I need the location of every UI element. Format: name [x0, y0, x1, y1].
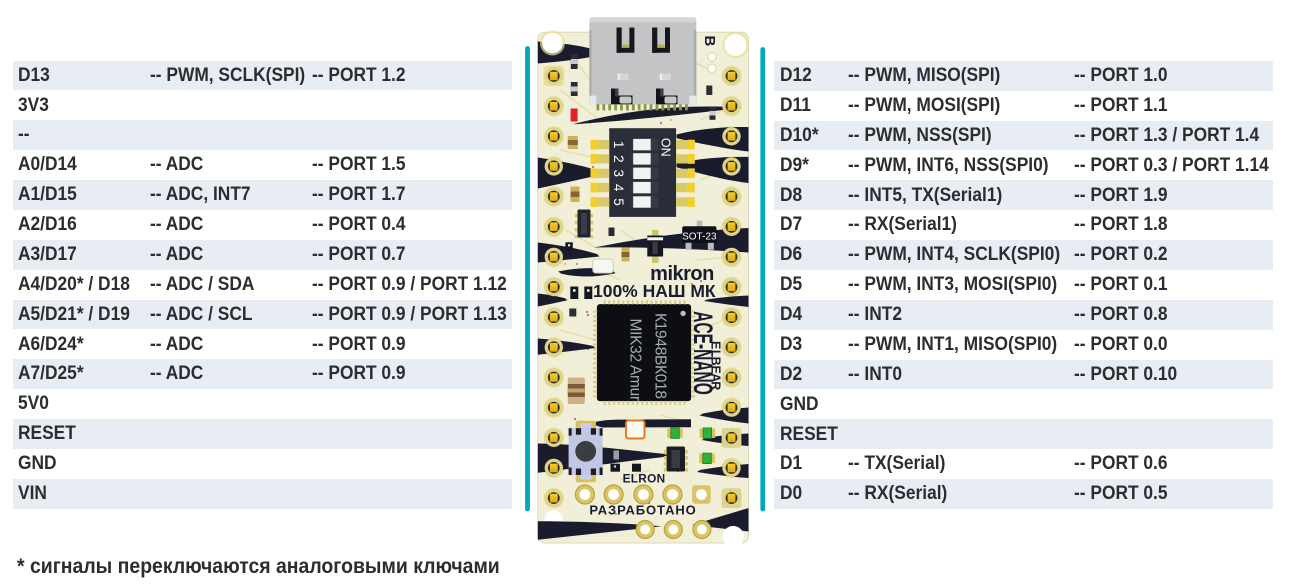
svg-text:100% НАШ МК: 100% НАШ МК [593, 281, 716, 301]
svg-text:К1948ВК018: К1948ВК018 [652, 313, 669, 399]
svg-text:ACE-NANO: ACE-NANO [688, 311, 719, 394]
svg-text:3: 3 [611, 170, 626, 178]
svg-text:E: E [709, 366, 723, 374]
svg-text:2: 2 [611, 155, 626, 163]
svg-text:4: 4 [611, 184, 626, 192]
svg-text:5: 5 [611, 198, 626, 206]
svg-text:SOT-23: SOT-23 [682, 231, 717, 242]
svg-text:MIK32 Amur: MIK32 Amur [627, 319, 644, 401]
svg-text:R: R [709, 381, 723, 390]
svg-text:A: A [709, 373, 723, 382]
svg-text:ON: ON [659, 138, 673, 157]
svg-text:mikron: mikron [650, 263, 714, 285]
svg-text:РАЗРАБОТАНО: РАЗРАБОТАНО [589, 503, 696, 518]
svg-text:B: B [709, 357, 723, 366]
svg-text:L: L [709, 350, 723, 358]
svg-text:1: 1 [611, 141, 626, 149]
svg-text:ELRON: ELRON [623, 472, 666, 486]
svg-text:E: E [709, 341, 723, 349]
svg-text:B: B [701, 36, 718, 47]
